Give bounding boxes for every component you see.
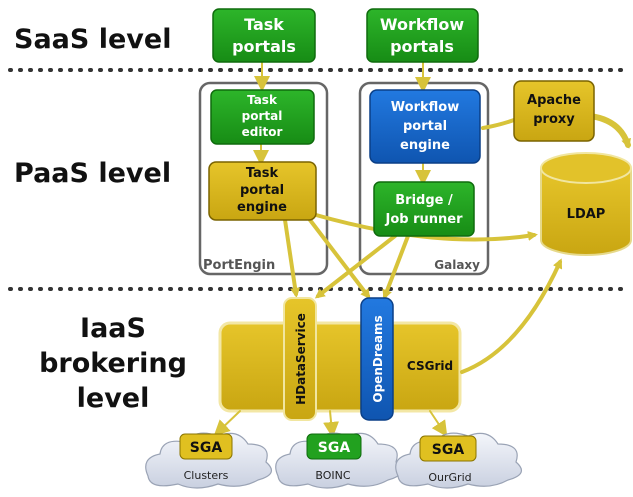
- sga-ourgrid-label: SGA: [432, 442, 465, 458]
- opendreams-label: OpenDreams: [371, 315, 385, 402]
- paas-level-label: PaaS level: [14, 158, 171, 189]
- apache-proxy-box: [513, 80, 595, 142]
- opendreams-box: [360, 297, 394, 421]
- csgrid-label: CSGrid: [407, 359, 453, 373]
- workflow-portal-engine-line1: Workflow: [391, 100, 459, 115]
- sga-clusters-box: [179, 433, 233, 460]
- task-portal-editor-line3: editor: [242, 125, 283, 139]
- bridge-job-runner-line2: Job runner: [384, 212, 463, 227]
- sga-ourgrid-box: [419, 435, 477, 462]
- task-portals-label-line1: Task: [244, 15, 284, 34]
- ldap-label: LDAP: [567, 207, 606, 222]
- cloud-boinc: SGA BOINC: [275, 432, 403, 489]
- galaxy-label: Galaxy: [434, 258, 480, 272]
- apache-proxy-line1: Apache: [527, 93, 581, 108]
- portengin-label: PortEngin: [203, 258, 275, 273]
- workflow-portals-box: [366, 8, 479, 63]
- task-portal-engine-line1: Task: [246, 166, 279, 181]
- workflow-portal-engine-line3: engine: [400, 138, 450, 153]
- ourgrid-label: OurGrid: [428, 471, 471, 484]
- task-portal-editor-line2: portal: [242, 109, 283, 123]
- hdataservice-label: HDataService: [294, 313, 308, 405]
- sga-boinc-box: [306, 433, 362, 460]
- ldap-cylinder: LDAP: [540, 152, 632, 256]
- iaas-level-label-line1: IaaS: [80, 313, 146, 344]
- task-portal-editor-line1: Task: [247, 93, 278, 107]
- task-portal-engine-line3: engine: [237, 200, 287, 215]
- task-portal-engine-line2: portal: [240, 183, 284, 198]
- sga-boinc-label: SGA: [318, 440, 351, 456]
- apache-proxy-line2: proxy: [533, 112, 575, 127]
- hdataservice-box: [283, 297, 317, 421]
- clusters-label: Clusters: [184, 469, 229, 482]
- sga-clusters-label: SGA: [190, 440, 223, 456]
- task-portal-engine-box: [208, 161, 317, 221]
- workflow-portals-label-line2: portals: [390, 37, 454, 56]
- workflow-portal-engine-line2: portal: [403, 119, 447, 134]
- workflow-portals-label-line1: Workflow: [380, 15, 464, 34]
- csgrid-box: [218, 321, 462, 413]
- task-portals-label-line2: portals: [232, 37, 296, 56]
- cloud-clusters: SGA Clusters: [145, 432, 273, 489]
- task-portal-editor-box: [210, 89, 315, 145]
- iaas-level-label-line3: level: [77, 383, 150, 414]
- cloud-ourgrid: SGA OurGrid: [395, 432, 523, 489]
- workflow-portal-engine-box: [369, 89, 481, 164]
- bridge-job-runner-line1: Bridge /: [395, 193, 453, 208]
- boinc-label: BOINC: [315, 469, 350, 482]
- connection-arrows: [213, 61, 631, 438]
- bridge-job-runner-box: [373, 181, 475, 237]
- iaas-level-label-line2: brokering: [39, 348, 187, 379]
- saas-level-label: SaaS level: [14, 24, 171, 55]
- task-portals-box: [212, 8, 316, 63]
